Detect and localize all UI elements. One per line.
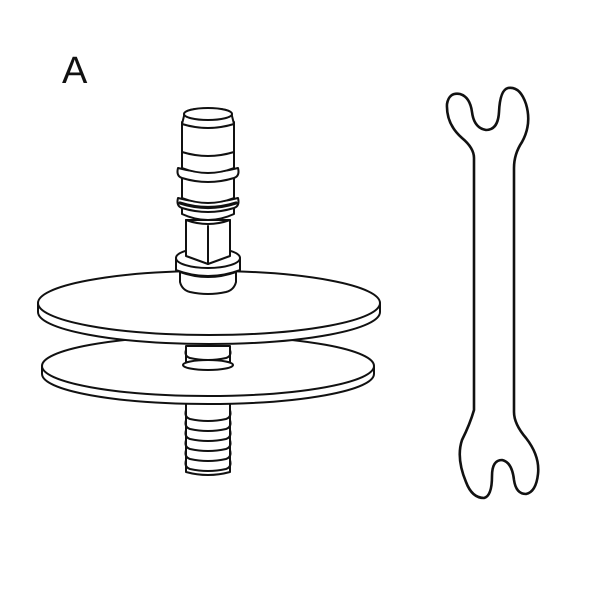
middle-thread-icon: [182, 345, 234, 371]
open-end-wrench-icon: [445, 86, 540, 500]
lower-thread-icon: [184, 401, 232, 476]
hex-body-icon: [185, 219, 231, 265]
part-label: A: [62, 50, 88, 92]
capped-fitting-icon: [176, 107, 240, 221]
